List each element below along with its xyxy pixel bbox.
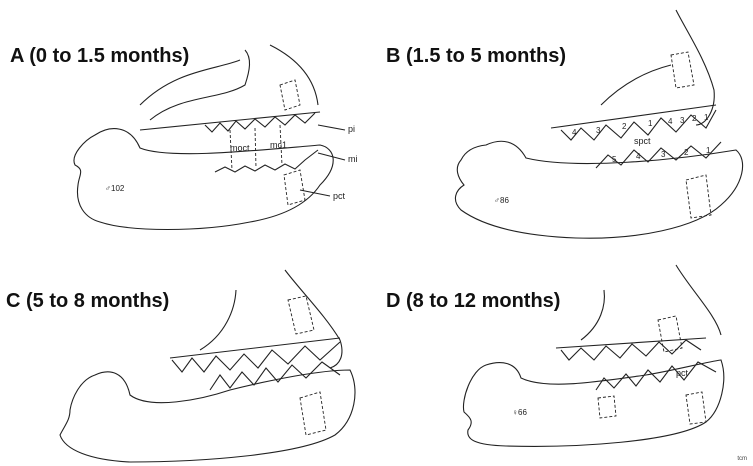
panel-title: A (0 to 1.5 months)	[10, 45, 189, 68]
panel-d: D (8 to 12 months) pct ♀66 tcm	[376, 250, 753, 466]
specimen-tag: ♂86	[494, 196, 509, 205]
panel-title: D (8 to 12 months)	[386, 290, 560, 313]
label-mi: mi	[348, 154, 358, 164]
upper-tooth-number: 3	[596, 126, 600, 135]
panel-c: C (5 to 8 months)	[0, 250, 376, 466]
panel-d-jaw-drawing	[376, 250, 753, 466]
upper-tooth-number: 3	[680, 116, 684, 125]
panel-b: B (1.5 to 5 months) 4 3 2 1 4 3 2 1 spct…	[376, 0, 753, 250]
label-mc1: mc1	[270, 140, 287, 150]
label-pct: pct	[676, 368, 688, 378]
label-spct: spct	[634, 136, 651, 146]
specimen-tag: ♂102	[105, 184, 124, 193]
corner-mark: tcm	[737, 456, 747, 462]
upper-tooth-number: 2	[622, 122, 626, 131]
lower-tooth-number: 3	[661, 150, 665, 159]
panel-a: A (0 to 1.5 months) moct mc1 pi mi pct ♂…	[0, 0, 376, 250]
label-moct: moct	[230, 143, 250, 153]
lower-tooth-number: 1	[706, 146, 710, 155]
upper-tooth-number: 1	[648, 119, 652, 128]
upper-tooth-number: 4	[572, 128, 576, 137]
upper-tooth-number: 1	[704, 113, 708, 122]
lower-tooth-number: 2	[684, 148, 688, 157]
label-pct: pct	[333, 191, 345, 201]
panel-title: C (5 to 8 months)	[6, 290, 169, 313]
panel-a-jaw-drawing	[0, 0, 376, 250]
upper-tooth-number: 4	[668, 117, 672, 126]
label-pi: pi	[348, 124, 355, 134]
panel-b-jaw-drawing	[376, 0, 753, 250]
panel-c-jaw-drawing	[0, 250, 376, 466]
panel-title: B (1.5 to 5 months)	[386, 45, 566, 68]
lower-tooth-number: 5	[612, 155, 616, 164]
upper-tooth-number: 2	[692, 114, 696, 123]
specimen-tag: ♀66	[512, 408, 527, 417]
lower-tooth-number: 4	[636, 152, 640, 161]
